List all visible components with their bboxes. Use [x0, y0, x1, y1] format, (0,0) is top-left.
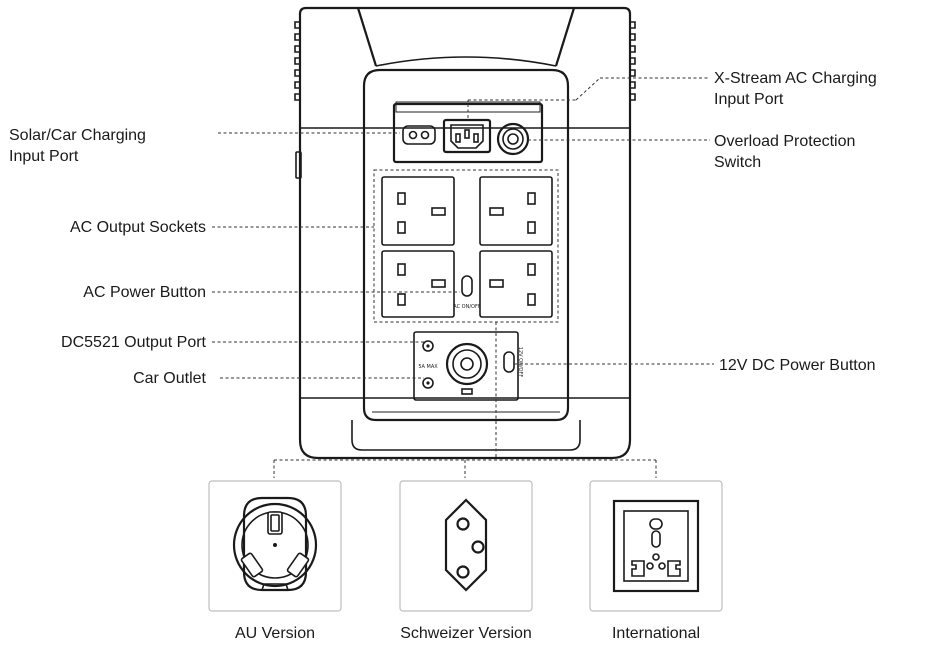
label-solar-car-input-line1: Solar/Car Charging: [9, 127, 146, 144]
variant-label-swiss: Schweizer Version: [400, 625, 532, 642]
label-12v-dc-power-button: 12V DC Power Button: [719, 357, 876, 374]
dc-switch-mark: 12V ON/OFF: [517, 347, 523, 378]
callout-labels-right: X-Stream AC Charging Input Port Overload…: [714, 70, 877, 374]
label-xstream-ac-input-line2: Input Port: [714, 91, 784, 108]
callout-lines: [212, 77, 714, 478]
dc-output-area: 5A MAX 12V ON/OFF: [413, 331, 523, 401]
solar-car-input-port: [402, 125, 436, 145]
ac-socket: [381, 250, 455, 318]
label-overload-switch-line1: Overload Protection: [714, 133, 855, 150]
ac-switch-mark: AC ON/OFF: [453, 304, 481, 310]
variant-card-swiss: Schweizer Version: [399, 480, 533, 642]
label-overload-switch-line2: Switch: [714, 154, 761, 171]
dc-rating-mark: 5A MAX: [418, 364, 438, 370]
label-car-outlet: Car Outlet: [133, 370, 206, 387]
ac-socket: [479, 176, 553, 246]
swiss-socket-icon: [444, 498, 488, 592]
power-station-device: [294, 6, 636, 460]
variant-label-au: AU Version: [235, 625, 315, 642]
variant-card-international: International: [589, 480, 723, 642]
ac-charging-input-port: [442, 118, 492, 154]
label-xstream-ac-input-line1: X-Stream AC Charging: [714, 70, 877, 87]
label-dc5521-output-port: DC5521 Output Port: [61, 334, 207, 351]
overload-protection-switch: [496, 122, 530, 156]
label-solar-car-input-line2: Input Port: [9, 148, 79, 165]
dc-power-button: [503, 351, 515, 373]
ac-socket: [479, 250, 553, 318]
ac-output-area: AC ON/OFF: [373, 169, 559, 323]
dc5521-output-port: [422, 340, 434, 352]
ac-power-button: [461, 275, 473, 297]
label-ac-power-button: AC Power Button: [83, 284, 206, 301]
label-ac-output-sockets: AC Output Sockets: [70, 219, 206, 236]
ac-socket: [381, 176, 455, 246]
variant-label-international: International: [612, 625, 700, 642]
universal-socket-icon: [612, 499, 700, 593]
callout-labels-left: Solar/Car Charging Input Port AC Output …: [9, 127, 207, 387]
variant-card-au: AU Version: [208, 480, 342, 642]
au-socket-icon: [232, 496, 318, 592]
car-outlet: [445, 342, 489, 386]
